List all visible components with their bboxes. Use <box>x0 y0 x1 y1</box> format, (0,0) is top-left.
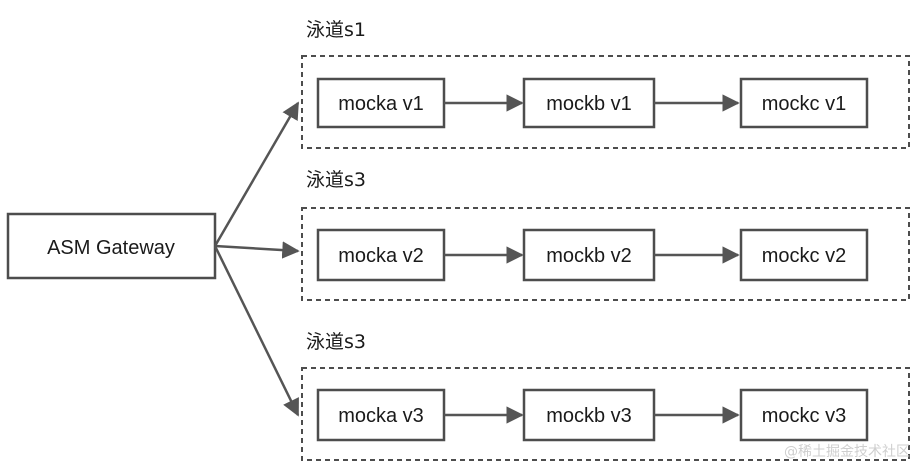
service-label: mockc v1 <box>762 93 846 115</box>
lane-1-boundary <box>301 55 910 149</box>
lane-2-service-mockc: mockc v2 <box>739 228 869 282</box>
service-label: mockc v2 <box>762 245 846 267</box>
lane-3: 泳道s3 mocka v3 mockb v3 mockc v3 <box>301 331 910 461</box>
lane-2-service-mockb: mockb v2 <box>522 228 656 282</box>
service-label: mockb v2 <box>546 245 632 267</box>
lane-3-service-mockc: mockc v3 <box>739 388 869 442</box>
watermark-text: @稀土掘金技术社区 <box>784 444 910 460</box>
lane-2-boundary <box>301 207 910 301</box>
lane-3-label: 泳道s3 <box>306 331 366 353</box>
lane-1: 泳道s1 mocka v1 mockb v1 mockc v1 <box>301 19 910 149</box>
service-label: mockc v3 <box>762 405 846 427</box>
lane-2: 泳道s3 mocka v2 mockb v2 mockc v2 <box>301 169 910 301</box>
arrow-gateway-to-lane-1 <box>213 101 300 247</box>
service-label: mocka v1 <box>338 93 424 115</box>
lane-3-service-mockb: mockb v3 <box>522 388 656 442</box>
lane-1-service-mockc: mockc v1 <box>739 77 869 129</box>
lane-3-service-mocka: mocka v3 <box>316 388 446 442</box>
lane-3-boundary <box>301 367 910 461</box>
service-label: mockb v1 <box>546 93 632 115</box>
lane-1-service-mocka: mocka v1 <box>316 77 446 129</box>
service-label: mocka v2 <box>338 245 424 267</box>
arrow-gateway-to-lane-3 <box>213 245 300 417</box>
gateway-node: ASM Gateway <box>6 212 217 280</box>
lane-2-service-mocka: mocka v2 <box>316 228 446 282</box>
gateway-label: ASM Gateway <box>47 237 175 259</box>
arrow-gateway-to-lane-2 <box>214 241 300 259</box>
lane-1-service-mockb: mockb v1 <box>522 77 656 129</box>
lane-2-label: 泳道s3 <box>306 169 366 191</box>
service-label: mocka v3 <box>338 405 424 427</box>
service-label: mockb v3 <box>546 405 632 427</box>
gateway-arrows <box>213 101 300 417</box>
lane-1-label: 泳道s1 <box>306 19 366 41</box>
